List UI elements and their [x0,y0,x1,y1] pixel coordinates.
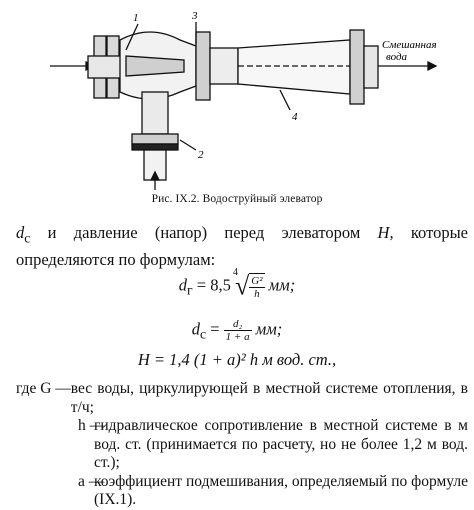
definition-h-lead: h — [78,417,106,434]
eq2-denominator: 1 + a [225,331,250,343]
eq1-numerator: G² [249,275,265,288]
branch-gasket [131,143,179,151]
eq2-lhs: d [191,319,200,339]
intro-text-1: и давление (напор) перед элеватором [30,223,378,242]
outlet-arrowhead [427,60,438,72]
branch-pipe [141,91,169,135]
definition-g: где G — вес воды, циркулирующей в местно… [16,380,468,417]
eq2-unit: мм; [255,319,283,339]
intro-paragraph: dс и давление (напор) перед элеватором H… [16,222,468,271]
eq1-eq: = 8,5 [192,275,235,295]
label-4: 4 [292,111,298,123]
intro-text-2: которые определяются по формулам: [16,223,468,270]
water-jet-elevator-drawing: 1 3 2 4 Смешанная вода [50,10,438,190]
label-3: 3 [191,10,198,22]
eq1-denominator: h [254,288,260,300]
body-flange [195,31,211,101]
definition-g-lead: где G — [16,380,71,397]
outlet-pipe [363,45,379,89]
outlet-flange [349,29,365,105]
definition-g-text: вес воды, циркулирующей в местной систем… [70,380,468,416]
definition-h: h — гидравлическое сопротивление в местн… [16,417,468,473]
eq3-formula: H = 1,4 (1 + a)² h [137,350,259,369]
side-label-line1: Смешанная [382,39,437,51]
label-1: 1 [133,12,139,24]
definition-a-text: коэффициент подмешивания, определяемый п… [94,472,468,509]
side-label-line2: вода [386,51,408,63]
equation-dg: dг = 8,5 4 √ G² h мм; [0,267,474,301]
caption-label: Рис. IX.2. [151,193,200,205]
figure-caption: Рис. IX.2.Водоструйный элеватор [0,193,474,205]
eq1-lhs: d [178,275,188,295]
fourth-root: 4 √ G² h [232,267,265,301]
label-2: 2 [198,149,204,161]
diffuser [237,39,351,95]
var-h: H, [377,223,394,242]
eq1-lhs-sub: г [187,282,193,298]
variable-definitions: где G — вес воды, циркулирующей в местно… [16,380,468,510]
mixing-chamber [209,47,239,85]
nozzle [125,55,185,77]
branch-arrowhead [149,170,161,181]
eq2-numerator: d₂ [223,318,252,331]
eq3-unit: м вод. ст., [262,350,337,369]
definition-a: a — коэффициент подмешивания, определяем… [16,473,468,510]
equation-dc: dс = d₂ 1 + a мм; [0,318,474,343]
eq1-unit: мм; [268,275,296,295]
definition-h-text: гидравлическое сопротивление в местной с… [94,417,468,471]
branch-flange [131,133,179,145]
eq2-eq: = [206,319,224,339]
eq2-lhs-sub: с [199,326,207,342]
definition-a-lead: a — [78,472,105,490]
var-dc-sub: с [24,230,31,246]
var-dc: d [16,223,25,242]
caption-text: Водоструйный элеватор [202,193,323,205]
equation-h: H = 1,4 (1 + a)² h м вод. ст., [0,350,474,370]
root-index: 4 [232,267,238,278]
